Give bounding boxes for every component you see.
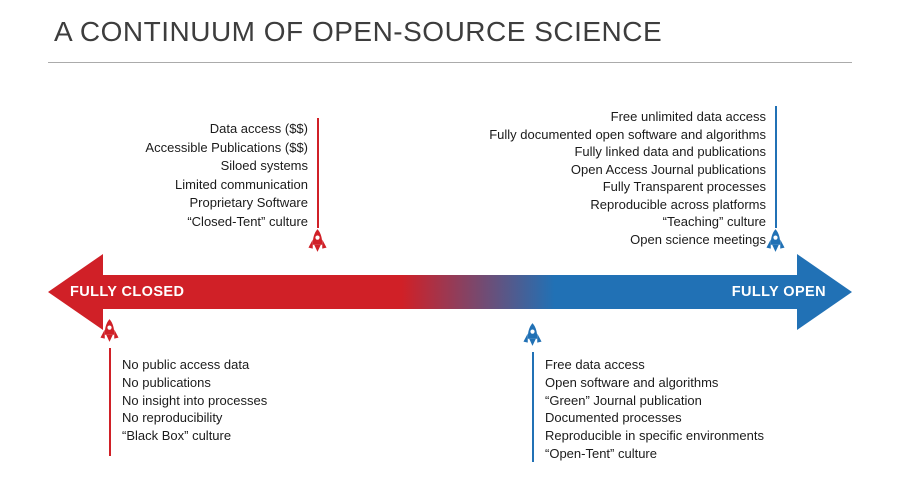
list-item: Siloed systems [220,158,308,173]
closed-bottom-list: No public access data No publications No i… [122,356,267,445]
list-item: Open Access Journal publications [570,161,766,177]
page-title: A CONTINUUM OF OPEN-SOURCE SCIENCE [54,16,663,47]
closed-top-list: Data access ($$) Accessible Publications … [145,120,308,231]
continuum-arrow: FULLY CLOSED FULLY OPEN [48,254,852,330]
rocket-icon [308,229,327,252]
list-item: Open software and algorithms [545,374,719,390]
closed-bottom-callout-line [109,348,111,456]
list-item: Reproducible across platforms [590,196,766,212]
double-arrow-shape [48,254,852,330]
list-item: Fully Transparent processes [602,179,766,194]
list-item: Proprietary Software [189,195,309,210]
list-item: “Open-Tent” culture [545,445,657,461]
list-item: Free data access [545,357,645,372]
list-item: Open science meetings [630,231,766,247]
list-item: No publications [122,374,211,390]
list-item: Reproducible in specific environments [545,428,764,444]
list-item: “Green” Journal publication [545,392,702,408]
list-item: Fully documented open software and algor… [489,126,766,142]
fully-closed-label: FULLY CLOSED [70,284,185,300]
list-item: No public access data [122,357,250,372]
list-item: Accessible Publications ($$) [145,139,308,155]
list-item: “Black Box” culture [122,428,232,444]
list-item: No reproducibility [122,410,223,426]
list-item: Free unlimited data access [610,109,766,124]
list-item: Fully linked data and publications [574,144,766,159]
list-item: “Teaching” culture [662,214,766,229]
fully-open-label: FULLY OPEN [731,284,826,300]
rocket-icon [100,319,119,342]
list-item: Limited communication [175,176,308,192]
list-item: “Closed-Tent” culture [187,213,308,229]
rocket-icon [766,229,785,252]
list-item: Data access ($$) [209,121,308,136]
list-item: Documented processes [545,410,682,426]
closed-top-callout-line [317,118,319,228]
rocket-icon [523,323,542,346]
open-bottom-callout-line [532,352,534,462]
open-top-callout-line [775,106,777,228]
title-divider [48,62,852,63]
list-item: No insight into processes [122,392,268,408]
